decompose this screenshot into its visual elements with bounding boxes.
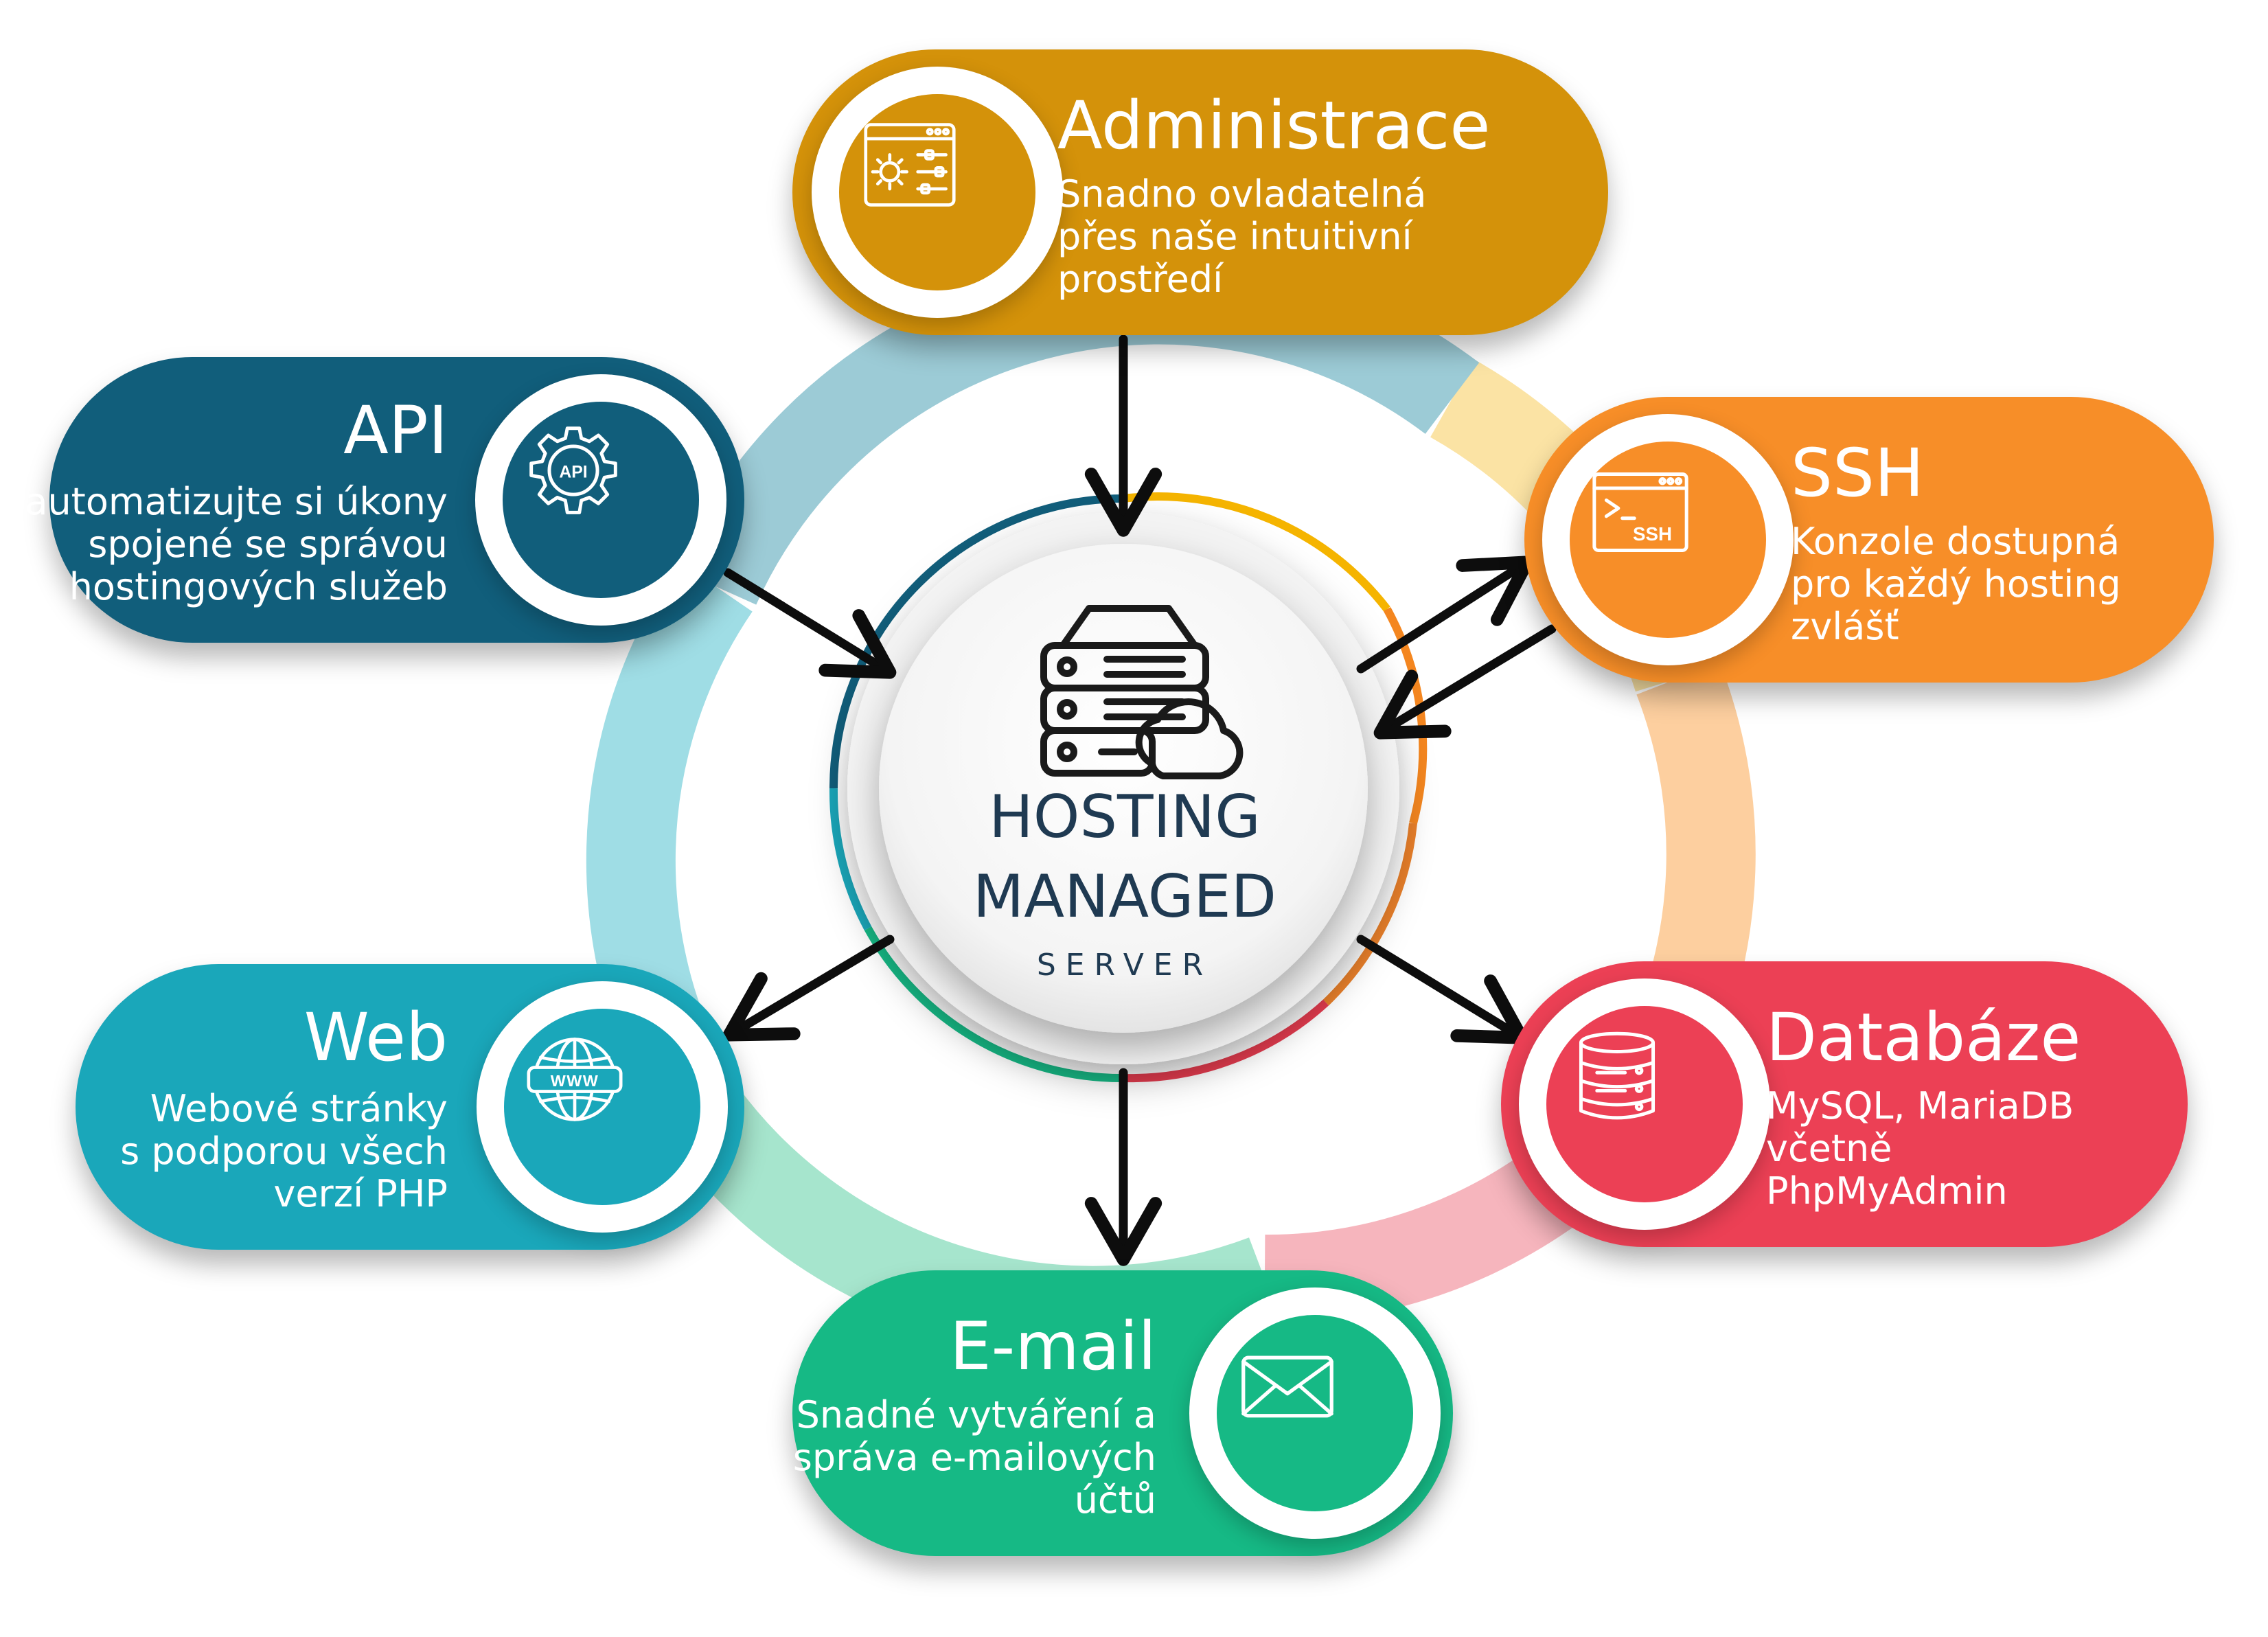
api-icon-text: API xyxy=(559,463,587,481)
administrace-desc-line-2: přes naše intuitivní xyxy=(1057,215,1412,258)
node-administrace: Administrace Snadno ovladatelná přes naš… xyxy=(792,49,1608,335)
node-ssh: SSH SSH Konzole dostupná pro každý hosti… xyxy=(1524,397,2214,683)
databaze-title: Databáze xyxy=(1766,999,2081,1076)
arrow-api-to-center xyxy=(723,568,897,679)
server-cloud-icon xyxy=(1040,605,1244,779)
email-badge-disc xyxy=(1217,1315,1413,1511)
databaze-badge xyxy=(1519,978,1770,1230)
email-badge xyxy=(1189,1287,1441,1539)
inner-ring xyxy=(829,492,1428,1083)
ssh-desc-line-3: zvlášť xyxy=(1791,605,1899,648)
hub-title-line-2: MANAGED xyxy=(973,862,1276,931)
administrace-badge xyxy=(812,67,1063,318)
email-desc-line-2: správa e-mailových xyxy=(792,1436,1156,1479)
database-icon xyxy=(1579,1031,1656,1120)
api-desc-line-1: Zautomatizujte si úkony xyxy=(0,480,448,523)
node-databaze: Databáze MySQL, MariaDB včetně PhpMyAdmi… xyxy=(1501,961,2188,1247)
settings-panel-icon xyxy=(864,123,956,207)
envelope-icon xyxy=(1241,1355,1333,1418)
api-desc-line-3: hostingových služeb xyxy=(69,565,448,608)
arrow-ssh-to-center xyxy=(1373,624,1557,740)
node-api: API API Zautomatizujte si úkony spojené … xyxy=(0,357,744,643)
hub-subtitle: SERVER xyxy=(1036,948,1213,983)
email-title: E-mail xyxy=(950,1308,1156,1385)
web-icon-text: WWW xyxy=(551,1072,599,1090)
api-badge: API xyxy=(475,374,726,626)
web-desc-line-1: Webové stránky xyxy=(150,1087,448,1130)
hub-inner-disc xyxy=(879,544,1368,1033)
web-badge: WWW xyxy=(477,981,728,1233)
globe-www-icon: WWW xyxy=(527,1038,623,1121)
web-title: Web xyxy=(303,999,448,1076)
hub-title-line-1: HOSTING xyxy=(989,783,1261,851)
administrace-desc-line-3: prostředí xyxy=(1057,257,1224,301)
web-desc-line-2: s podporou všech xyxy=(120,1130,448,1173)
arrows xyxy=(722,334,1557,1266)
api-gear-icon: API xyxy=(529,426,617,514)
administrace-title: Administrace xyxy=(1057,87,1491,164)
databaze-desc-line-2: včetně xyxy=(1766,1127,1892,1170)
administrace-badge-disc xyxy=(839,94,1035,290)
ssh-desc-line-1: Konzole dostupná xyxy=(1791,520,2120,563)
databaze-badge-disc xyxy=(1546,1006,1743,1202)
administrace-desc-line-1: Snadno ovladatelná xyxy=(1057,172,1427,216)
ssh-desc-line-2: pro každý hosting xyxy=(1791,562,2121,606)
ssh-title: SSH xyxy=(1791,435,1925,512)
email-desc-line-3: účtů xyxy=(1074,1478,1156,1522)
api-desc-line-2: spojené se správou xyxy=(88,523,448,566)
web-desc-line-3: verzí PHP xyxy=(273,1172,448,1215)
arrow-center-to-databaze xyxy=(1356,935,1528,1044)
email-desc-line-1: Snadné vytváření a xyxy=(796,1393,1156,1436)
terminal-icon: SSH xyxy=(1592,472,1688,552)
node-web: WWW Web Webové stránky s podporou všech … xyxy=(76,964,744,1250)
arrow-center-to-web xyxy=(722,935,895,1042)
api-title: API xyxy=(343,392,448,469)
node-email: E-mail Snadné vytváření a správa e-mailo… xyxy=(792,1270,1453,1556)
databaze-desc-line-3: PhpMyAdmin xyxy=(1766,1169,2008,1213)
ssh-icon-text: SSH xyxy=(1633,523,1672,545)
arrow-center-to-ssh xyxy=(1356,556,1534,674)
databaze-desc-line-1: MySQL, MariaDB xyxy=(1766,1084,2074,1127)
ssh-badge: SSH xyxy=(1542,414,1794,665)
